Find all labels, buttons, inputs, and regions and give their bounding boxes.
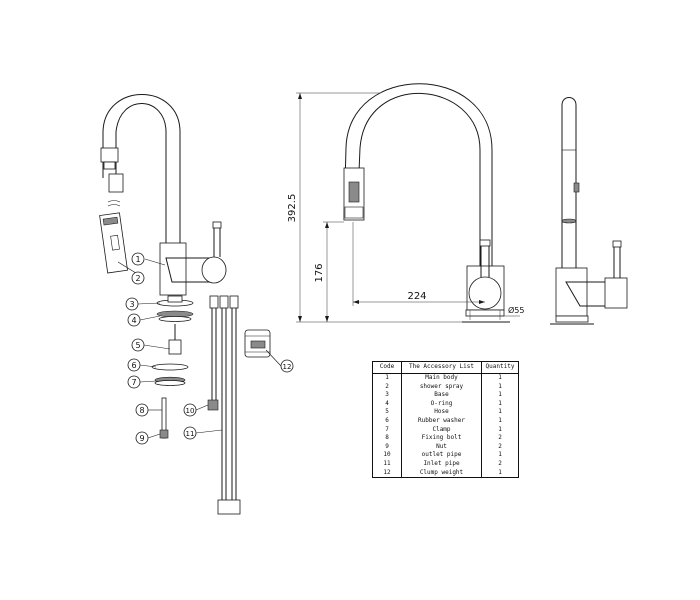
- dim-reach: 224: [407, 291, 426, 302]
- svg-text:8: 8: [139, 406, 144, 415]
- cell-name: Clamp: [401, 425, 482, 435]
- cell-qty: 2: [481, 434, 519, 443]
- shower-spray: [99, 212, 128, 274]
- svg-text:4: 4: [131, 316, 136, 325]
- header-quantity: Quantity: [481, 361, 519, 374]
- cell-qty: 2: [481, 442, 519, 452]
- cell-qty: 1: [481, 399, 519, 409]
- cell-code: 3: [372, 391, 402, 400]
- callout-4: 4: [127, 313, 141, 327]
- cell-qty: 1: [481, 382, 519, 392]
- table-header-row: Code The Accessory List Quantity: [372, 361, 519, 374]
- callout-9: 9: [135, 431, 149, 445]
- svg-text:1: 1: [135, 255, 140, 264]
- cell-name: Rubber washer: [401, 416, 482, 426]
- dim-spout-height: 176: [314, 263, 325, 282]
- dimension-lines: [296, 92, 520, 323]
- cell-qty: 1: [481, 425, 519, 435]
- cell-code: 6: [372, 416, 402, 426]
- exploded-view: 1 2 3 4 5 6 7 8 9 10 11 12: [99, 94, 294, 515]
- dim-total-height: 392.5: [287, 194, 298, 223]
- cell-qty: 1: [481, 468, 519, 478]
- cell-code: 7: [372, 425, 402, 435]
- cell-name: Clump weight: [401, 468, 482, 478]
- svg-text:3: 3: [129, 300, 134, 309]
- callout-12: 12: [280, 359, 294, 373]
- cell-name: Nut: [401, 442, 482, 452]
- cell-code: 9: [372, 442, 402, 452]
- side-view: [550, 97, 628, 325]
- cell-code: 2: [372, 382, 402, 392]
- cell-name: Inlet pipe: [401, 459, 482, 469]
- callout-5: 5: [131, 338, 145, 352]
- cell-name: Hose: [401, 408, 482, 417]
- callout-2: 2: [131, 271, 145, 285]
- main-body-spout: [115, 103, 167, 244]
- header-code: Code: [372, 361, 402, 374]
- svg-text:9: 9: [139, 434, 144, 443]
- cell-name: Fixing bolt: [401, 434, 482, 443]
- cell-code: 1: [372, 373, 402, 383]
- svg-text:11: 11: [186, 430, 195, 438]
- cell-name: shower spray: [401, 382, 482, 392]
- header-accessory-list: The Accessory List: [401, 361, 482, 374]
- cell-code: 10: [372, 451, 402, 460]
- callout-11: 11: [183, 426, 197, 440]
- clump-weight: [244, 329, 271, 358]
- svg-text:12: 12: [283, 363, 292, 371]
- callout-1: 1: [131, 252, 145, 266]
- cell-qty: 1: [481, 391, 519, 400]
- cell-qty: 1: [481, 416, 519, 426]
- cell-name: O-ring: [401, 399, 482, 409]
- callout-6: 6: [127, 358, 141, 372]
- cell-qty: 1: [481, 408, 519, 417]
- callout-10: 10: [183, 403, 197, 417]
- cell-name: Base: [401, 391, 482, 400]
- cell-qty: 1: [481, 451, 519, 460]
- svg-text:7: 7: [131, 378, 136, 387]
- callout-7: 7: [127, 375, 141, 389]
- hose-pipes: [207, 295, 241, 515]
- dim-base-diameter: Ø55: [508, 305, 524, 315]
- cell-code: 12: [372, 468, 402, 478]
- svg-text:2: 2: [135, 274, 140, 283]
- cell-code: 11: [372, 459, 402, 469]
- svg-text:5: 5: [135, 341, 140, 350]
- cell-code: 8: [372, 434, 402, 443]
- cell-name: Main body: [401, 373, 482, 383]
- svg-text:10: 10: [186, 407, 195, 415]
- cell-name: outlet pipe: [401, 451, 482, 460]
- cell-code: 4: [372, 399, 402, 409]
- cell-qty: 2: [481, 459, 519, 469]
- cell-qty: 1: [481, 373, 519, 383]
- svg-text:6: 6: [131, 361, 136, 370]
- callout-3: 3: [125, 297, 139, 311]
- cell-code: 5: [372, 408, 402, 417]
- callout-8: 8: [135, 403, 149, 417]
- front-view: 392.5 176 224 Ø55: [287, 83, 524, 323]
